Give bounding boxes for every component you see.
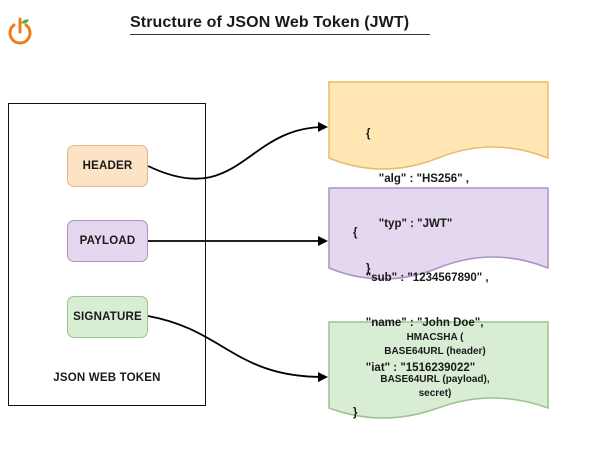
header-document [328, 81, 549, 170]
payload-json-line: "iat" : "1516239022" [353, 362, 476, 374]
header-box: HEADER [67, 145, 148, 187]
signature-box: SIGNATURE [67, 296, 148, 338]
payload-box: PAYLOAD [67, 220, 148, 262]
header-json-line: "alg" : "HS256" , [366, 173, 469, 185]
header-arrow [147, 121, 328, 180]
header-json-line: } [366, 263, 371, 275]
diagram-title: Structure of JSON Web Token (JWT) [130, 14, 410, 31]
signature-document [328, 321, 549, 419]
payload-json: { "sub" : "1234567890" , "name" : "John … [353, 196, 489, 436]
signature-line: secret) [418, 388, 452, 399]
logo-icon [8, 17, 32, 45]
signature-line [360, 359, 510, 373]
signature-arrow [147, 315, 328, 383]
header-json-line: "typ" : "JWT" [366, 218, 453, 230]
payload-json-line: { [353, 227, 358, 239]
payload-json-line: "name" : "John Doe", [353, 317, 484, 329]
signature-line: BASE64URL (payload), [380, 374, 490, 385]
header-json-line: { [366, 128, 371, 140]
signature-line: HMACSHA ( [406, 332, 464, 343]
signature-formula: HMACSHA ( BASE64URL (header) BASE64URL (… [360, 331, 510, 401]
payload-document [328, 187, 549, 280]
payload-json-line: "sub" : "1234567890" , [353, 272, 489, 284]
signature-line: BASE64URL (header) [384, 346, 486, 357]
payload-json-line: } [353, 407, 358, 419]
title-underline [130, 34, 430, 35]
header-json: { "alg" : "HS256" , "typ" : "JWT" } [366, 97, 469, 292]
container-label: JSON WEB TOKEN [53, 372, 161, 384]
